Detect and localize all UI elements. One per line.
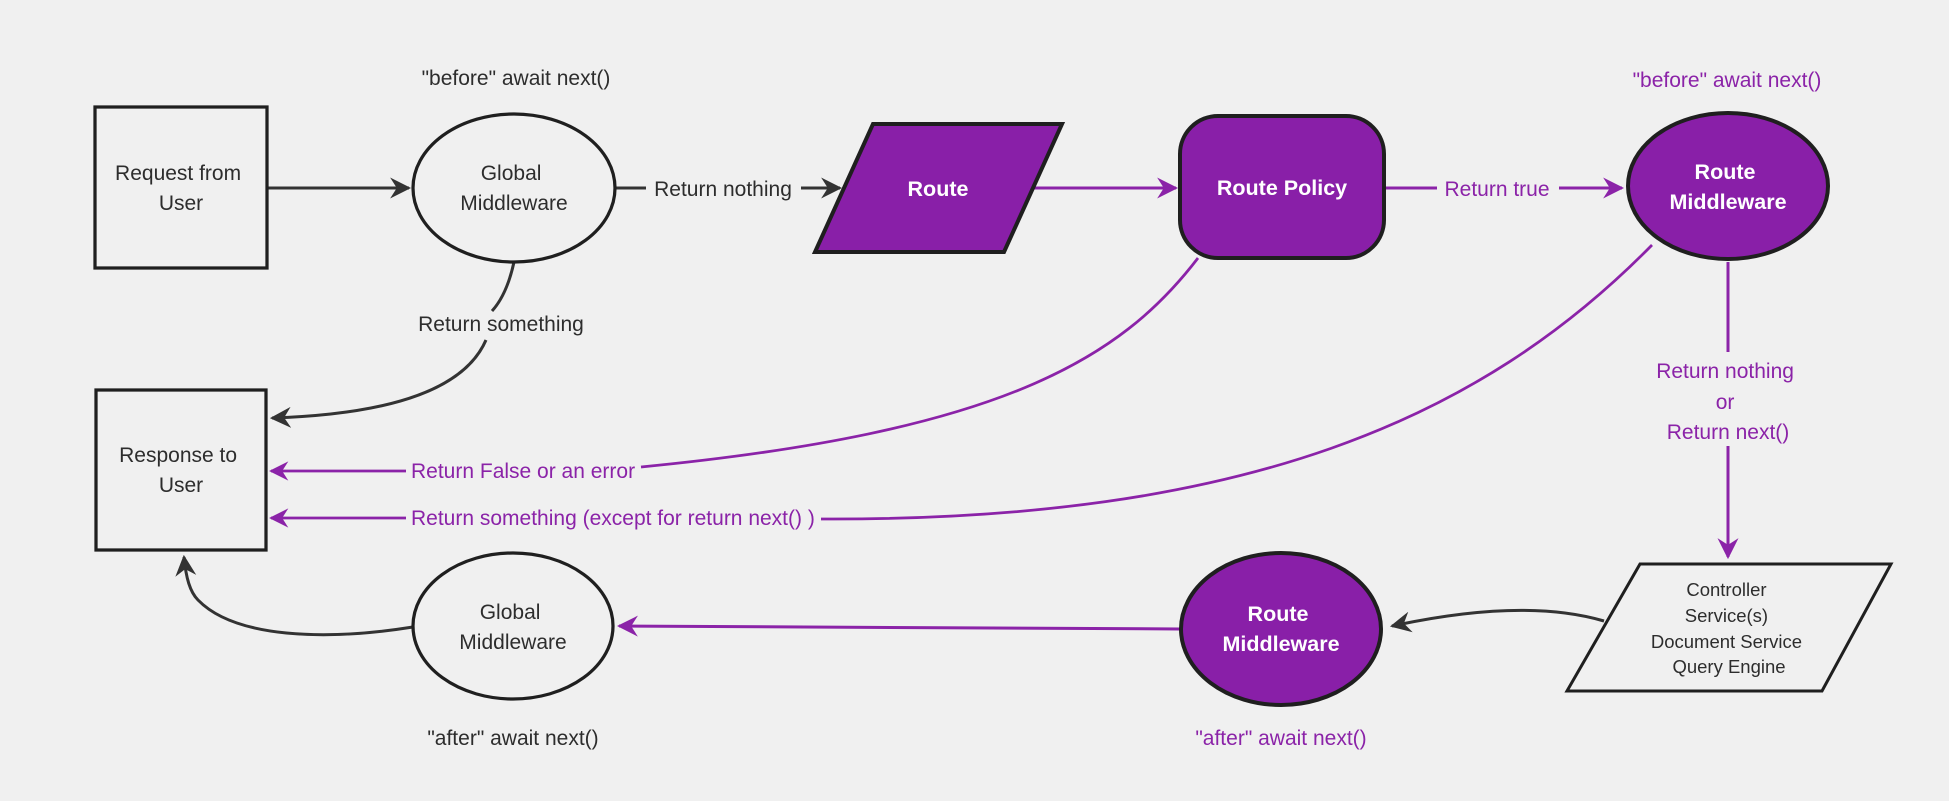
label-return-true: Return true: [1444, 178, 1549, 201]
global-middleware-top-label: Global Middleware: [460, 162, 567, 215]
label-before-await-next-global: "before" await next(): [422, 67, 611, 90]
label-return-nothing: Return nothing: [654, 178, 792, 201]
route-shape: [811, 122, 1066, 254]
node-global-middleware-top: Global Middleware: [411, 112, 617, 264]
edge-route-middleware-return-something-curve: [820, 244, 1653, 521]
edge-route-policy-return-false-curve: [640, 257, 1200, 469]
route-policy-label: Route Policy: [1217, 176, 1347, 200]
label-return-something-except: Return something (except for return next…: [411, 507, 815, 530]
global-middleware-bottom-label: Global Middleware: [459, 601, 566, 654]
label-before-await-next-route: "before" await next(): [1633, 69, 1822, 92]
route-label: Route: [908, 177, 969, 201]
edge-route-middleware-bottom-to-global-middleware-bottom: [616, 615, 1181, 637]
node-response-to-user: Response to User: [94, 388, 268, 552]
label-return-something: Return something: [418, 313, 584, 336]
label-return-nothing-or-next: Return nothing or Return next(): [1656, 360, 1800, 444]
response-to-user-label: Response to User: [119, 444, 243, 497]
route-policy-shape: [1178, 114, 1386, 260]
edges: [175, 177, 1739, 637]
global-middleware-top-shape: [411, 112, 617, 264]
route-middleware-bottom-shape: [1179, 551, 1383, 707]
route-middleware-bottom-label: Route Middleware: [1222, 602, 1339, 656]
request-from-user-label: Request from User: [115, 162, 247, 215]
edge-global-middleware-return-something-upper: [490, 261, 516, 313]
node-global-middleware-bottom: Global Middleware: [411, 551, 615, 701]
global-middleware-bottom-shape: [411, 551, 615, 701]
node-controller-stack: Controller Service(s) Document Service Q…: [1564, 562, 1894, 693]
edge-global-middleware-bottom-to-response: [175, 554, 414, 637]
controller-stack-label: Controller Service(s) Document Service Q…: [1651, 579, 1807, 677]
controller-stack-shape: [1564, 562, 1894, 693]
route-middleware-top-label: Route Middleware: [1669, 160, 1786, 214]
node-route-middleware-top: Route Middleware: [1626, 111, 1830, 261]
request-from-user-shape: [93, 105, 269, 270]
edge-controller-to-route-middleware-bottom: [1389, 608, 1605, 633]
node-route: Route: [811, 122, 1066, 254]
nodes: Request from User Global Middleware Rout…: [93, 105, 1894, 707]
node-route-middleware-bottom: Route Middleware: [1179, 551, 1383, 707]
node-route-policy: Route Policy: [1178, 114, 1386, 260]
response-to-user-shape: [94, 388, 268, 552]
label-after-await-next-global: "after" await next(): [427, 727, 598, 750]
edge-global-middleware-return-something-lower: [269, 339, 488, 428]
edge-labels: "before" await next() Return nothing Ret…: [411, 67, 1821, 750]
label-return-false-or-error: Return False or an error: [411, 460, 635, 483]
route-middleware-top-shape: [1626, 111, 1830, 261]
label-after-await-next-route: "after" await next(): [1195, 727, 1366, 750]
node-request-from-user: Request from User: [93, 105, 269, 270]
